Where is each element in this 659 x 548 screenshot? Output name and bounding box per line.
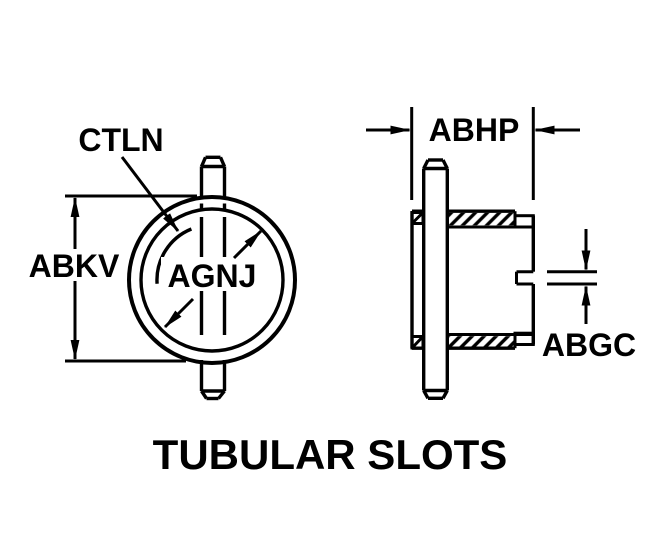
outer-circle xyxy=(127,195,297,365)
slot-arc xyxy=(155,227,193,284)
abgc-label: ABGC xyxy=(542,327,636,363)
abgc-dimension: ABGC xyxy=(542,229,636,363)
bottom-wall-hatch xyxy=(423,336,515,347)
abhp-label: ABHP xyxy=(429,112,520,148)
abkv-label-mask xyxy=(26,249,123,281)
side-tube xyxy=(422,158,449,400)
side-view: ABHP xyxy=(366,107,636,400)
inner-circle xyxy=(139,207,285,353)
ctln-label: CTLN xyxy=(78,122,163,158)
ctln-leader-arrow xyxy=(120,156,180,232)
front-tube-bottom-chamfer-left xyxy=(200,390,208,400)
side-tube-fill xyxy=(424,159,447,399)
top-lip xyxy=(513,214,535,229)
agnj-label-mask xyxy=(161,257,263,291)
front-view: ABKV AGNJ xyxy=(26,122,297,401)
agnj-label: AGNJ xyxy=(168,258,257,294)
abkv-label: ABKV xyxy=(29,248,120,284)
agnj-dimension: AGNJ xyxy=(161,229,263,329)
agnj-arrow-upper-right xyxy=(232,229,263,260)
ctln-callout: CTLN xyxy=(78,122,180,232)
diagram-title: TUBULAR SLOTS xyxy=(153,431,508,478)
abhp-dimension: ABHP xyxy=(366,107,580,200)
abkv-dimension: ABKV xyxy=(26,194,197,363)
flange-bottom-square-hatch xyxy=(411,335,424,349)
front-tube-bottom-chamfer-right xyxy=(217,389,226,400)
slot-notch xyxy=(515,270,534,286)
flange-top-square-hatch xyxy=(411,211,424,225)
agnj-arrow-lower-left xyxy=(163,297,195,329)
side-tube-bottom-chamfer-left xyxy=(422,389,430,400)
side-tube-bottom-chamfer-right xyxy=(441,389,449,400)
